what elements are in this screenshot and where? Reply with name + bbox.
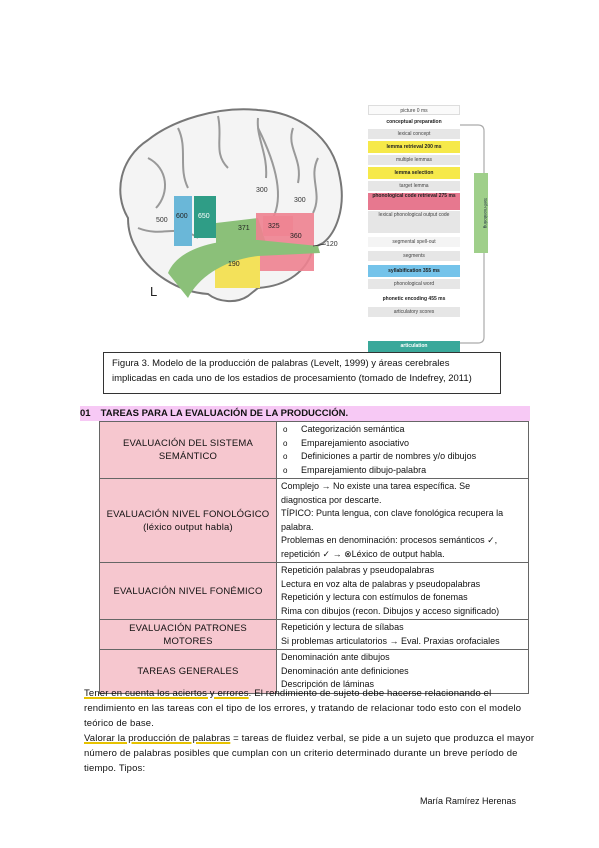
list-item: Repetición y lectura con estímulos de fo…: [281, 592, 468, 602]
section-title: TAREAS PARA LA EVALUACIÓN DE LA PRODUCCI…: [100, 408, 349, 419]
list-item: Denominación ante dibujos: [281, 652, 390, 662]
paragraph-fluency-rest: = tareas de fluidez verbal, se pide a un…: [84, 733, 535, 774]
list-item: Repetición y lectura de sílabas: [281, 622, 404, 632]
region-120: [168, 239, 320, 298]
flow-picture: picture 0 ms: [368, 105, 460, 115]
hemisphere-label: L: [150, 284, 157, 299]
section-heading: 01 TAREAS PARA LA EVALUACIÓN DE LA PRODU…: [80, 406, 530, 421]
row-content: Repetición y lectura de sílabas Si probl…: [276, 619, 529, 650]
table-row: EVALUACIÓN NIVEL FONÉMICO Repetición pal…: [99, 562, 529, 620]
flow-phonological-code-retrieval: phonological code retrieval 275 ms: [368, 193, 460, 210]
label-300b: 300: [294, 197, 306, 204]
paragraph-errors-rest: . El rendimiento de sujeto debe hacerse …: [84, 688, 522, 729]
flow-syllabification: syllabification 355 ms: [368, 265, 460, 277]
list-item: Complejo → No existe una tarea específic…: [281, 481, 471, 491]
row-label: EVALUACIÓN NIVEL FONÉMICO: [99, 562, 277, 620]
row-label: TAREAS GENERALES: [99, 649, 277, 694]
flow-segmental-spellout: segmental spell-out: [368, 237, 460, 247]
list-item: Categorización semántica: [281, 423, 524, 437]
row-label: EVALUACIÓN PATRONES MOTORES: [99, 619, 277, 650]
label-650: 650: [198, 213, 210, 220]
brain-illustration: 500 600 650 300 300 371 325 360 190 120 …: [119, 108, 343, 302]
flow-phonological-word: phonological word: [368, 279, 460, 289]
paragraph-fluency: Valorar la producción de palabras = tare…: [84, 731, 536, 776]
list-item: diagnostica por descarte.: [281, 494, 382, 505]
list-item: repetición ✓ → ⊗Léxico de output habla.: [281, 548, 445, 559]
label-600: 600: [176, 213, 188, 220]
flow-lexical-phonological-output-code: lexical phonological output code: [368, 211, 460, 233]
flow-segments: segments: [368, 251, 460, 261]
flow-target-lemma: target lemma: [368, 181, 460, 191]
row-content: Complejo → No existe una tarea específic…: [276, 478, 529, 563]
list-item: Definiciones a partir de nombres y/o dib…: [281, 450, 524, 464]
flow-self-monitoring: Self-monitoring: [474, 173, 488, 253]
region-600: [174, 196, 192, 246]
flow-multiple-lemmas: multiple lemmas: [368, 155, 460, 165]
list-item: Emparejamiento asociativo: [281, 437, 524, 451]
label-371: 371: [238, 225, 250, 232]
list-item: Repetición palabras y pseudopalabras: [281, 565, 435, 575]
table-row: TAREAS GENERALES Denominación ante dibuj…: [99, 649, 529, 694]
footer-author: María Ramírez Herenas: [420, 796, 517, 806]
table-row: EVALUACIÓN PATRONES MOTORES Repetición y…: [99, 619, 529, 650]
flow-phonetic-encoding: phonetic encoding 455 ms: [368, 293, 460, 305]
flow-lemma-selection: lemma selection: [368, 167, 460, 179]
list-item: Problemas en denominación: procesos semá…: [281, 535, 498, 545]
list-item: TÍPICO: Punta lengua, con clave fonológi…: [281, 508, 504, 518]
row-content: Repetición palabras y pseudopalabras Lec…: [276, 562, 529, 620]
label-360: 360: [290, 233, 302, 240]
flow-lemma-retrieval: lemma retrieval 200 ms: [368, 141, 460, 153]
list-item: Denominación ante definiciones: [281, 665, 409, 676]
highlight-word-production: Valorar la producción de palabras: [84, 733, 231, 744]
row-label: EVALUACIÓN NIVEL FONOLÓGICO(léxico outpu…: [99, 478, 277, 563]
flow-conceptual-preparation: conceptual preparation: [368, 117, 460, 127]
list-item: Lectura en voz alta de palabras y pseudo…: [281, 578, 481, 589]
gyri-lines: [137, 115, 319, 239]
flow-articulatory-scores: articulatory scores: [368, 307, 460, 317]
flow-articulation: articulation: [368, 341, 460, 352]
list-item: Descripción de láminas: [281, 679, 375, 689]
body-text: Tener en cuenta los aciertos y errores. …: [84, 686, 536, 776]
list-item: Emparejamiento dibujo-palabra: [281, 464, 524, 478]
row-label-text: EVALUACIÓN NIVEL FONOLÓGICO(léxico outpu…: [106, 508, 270, 533]
highlight-errors: Tener en cuenta los aciertos y errores: [84, 688, 249, 699]
label-190: 190: [228, 261, 240, 268]
paragraph-errors: Tener en cuenta los aciertos y errores. …: [84, 686, 536, 731]
list-item: palabra.: [281, 521, 314, 532]
list-item: Si problemas articulatorios → Eval. Prax…: [281, 635, 500, 646]
list-item: Rima con dibujos (recon. Dibujos y acces…: [281, 605, 500, 616]
row-content: Denominación ante dibujos Denominación a…: [276, 649, 529, 694]
label-300a: 300: [256, 187, 268, 194]
table-row: EVALUACIÓN NIVEL FONOLÓGICO(léxico outpu…: [99, 478, 529, 563]
word-production-flow-diagram: picture 0 ms conceptual preparation lexi…: [368, 105, 493, 355]
figure-caption: Figura 3. Modelo de la producción de pal…: [103, 352, 501, 394]
label-120: 120: [326, 241, 338, 248]
evaluation-table: EVALUACIÓN DEL SISTEMA SEMÁNTICO Categor…: [99, 421, 529, 694]
row-content: Categorización semántica Emparejamiento …: [276, 421, 529, 479]
section-number: 01: [80, 408, 91, 419]
table-row: EVALUACIÓN DEL SISTEMA SEMÁNTICO Categor…: [99, 421, 529, 479]
label-500: 500: [156, 217, 168, 224]
region-650: [194, 196, 216, 238]
flow-lexical-concept: lexical concept: [368, 129, 460, 139]
label-325: 325: [268, 223, 280, 230]
row-label: EVALUACIÓN DEL SISTEMA SEMÁNTICO: [99, 421, 277, 479]
